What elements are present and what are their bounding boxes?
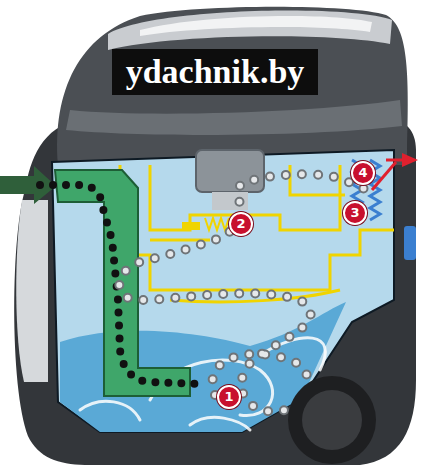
hood-highlight (140, 16, 372, 36)
callout-number: 1 (217, 385, 241, 409)
hood-top (108, 11, 392, 50)
air-flow-inner (119, 174, 372, 411)
watermark-text: ydachnik.by (112, 49, 319, 95)
air-flow (119, 174, 372, 411)
clip (404, 226, 416, 260)
intake-arrow (0, 166, 56, 204)
body-shell (14, 120, 416, 465)
exit-line (372, 162, 396, 190)
callout-number: 2 (229, 212, 253, 236)
side-panel (16, 200, 48, 382)
separator-mark (182, 222, 200, 230)
callout-number: 3 (343, 201, 367, 225)
wheel (288, 376, 376, 464)
exit-arrowhead (402, 153, 418, 167)
motor (196, 150, 264, 192)
hood (57, 7, 408, 165)
wheel-hub (302, 390, 362, 450)
callout-number: 4 (351, 161, 375, 185)
exit-line (386, 159, 404, 162)
separator-coil (205, 218, 229, 230)
hood-rim (66, 100, 402, 135)
